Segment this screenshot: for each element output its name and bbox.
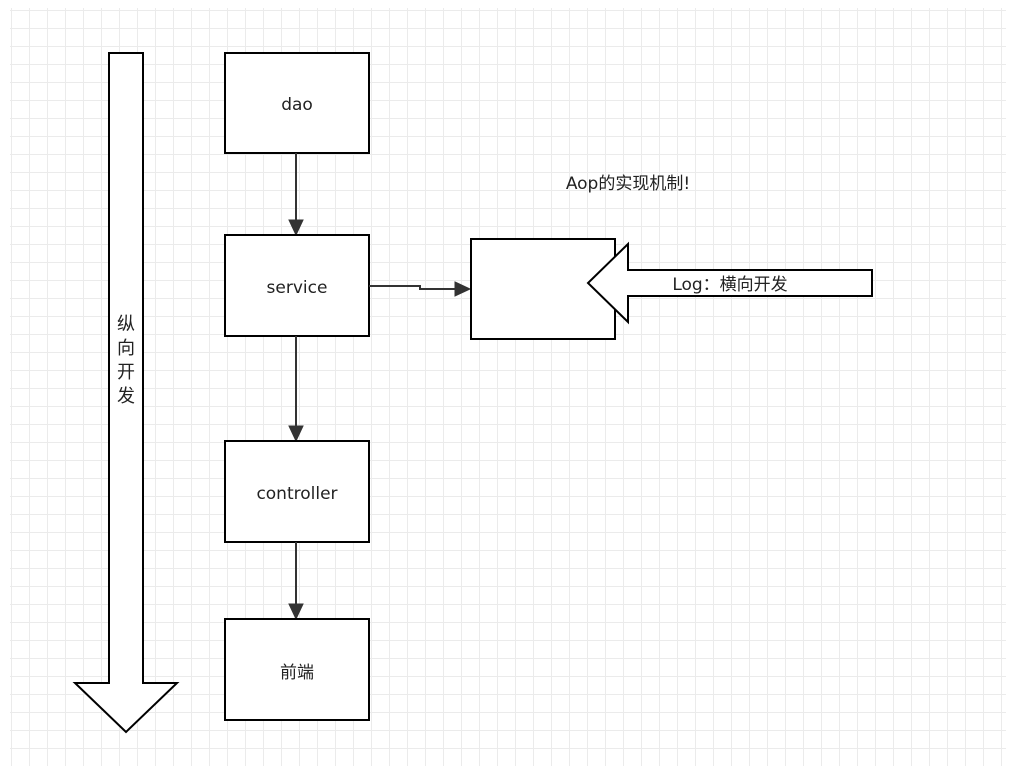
horizontal-arrow-label: Log：横向开发 [672,275,787,295]
service-to-aop-arrowhead [454,281,472,297]
service-node-label: service [267,278,328,298]
dao-node [224,52,370,154]
frontend-node-label: 前端 [280,663,314,683]
horizontal-log-arrow [586,241,873,325]
controller-node-label: controller [256,484,337,504]
diagram-canvas [10,8,1006,766]
vertical-development-arrow [72,52,180,734]
vertical-arrow-char-2: 向 [117,338,135,359]
dao-to-service-arrowhead [288,219,304,237]
controller-to-frontend-arrowhead [288,603,304,621]
service-to-aop-connector [369,285,455,290]
service-to-controller-arrowhead [288,425,304,443]
service-node [224,234,370,337]
aop-node [470,238,616,340]
dao-node-label: dao [281,95,313,115]
vertical-arrow-char-4: 发 [117,386,135,407]
frontend-node [224,618,370,721]
controller-node [224,440,370,543]
vertical-arrow-char-3: 开 [117,362,135,383]
vertical-arrow-char-1: 纵 [117,314,135,335]
aop-title-note: Aop的实现机制! [566,174,690,194]
